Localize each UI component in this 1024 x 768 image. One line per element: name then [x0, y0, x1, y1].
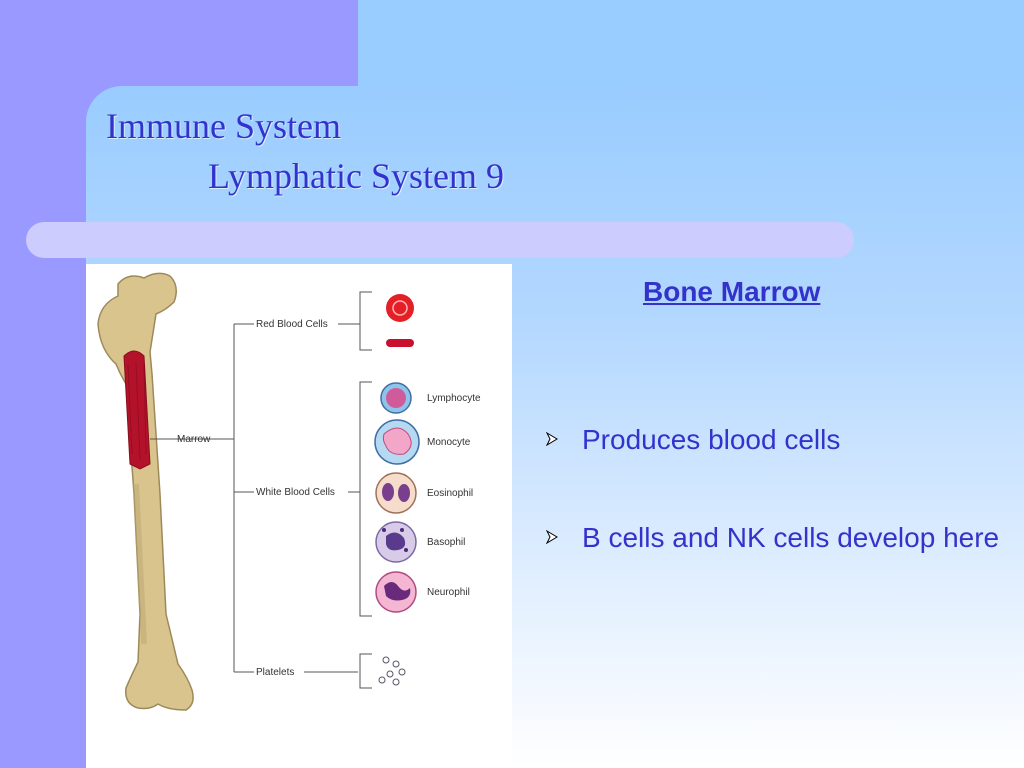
monocyte-label: Monocyte — [427, 437, 471, 448]
lymphocyte-icon — [380, 382, 412, 414]
bone-marrow-heading[interactable]: Bone Marrow — [643, 276, 821, 307]
eosinophil-label: Eosinophil — [427, 488, 473, 499]
header-panel-background — [358, 0, 1024, 90]
platelets-label: Platelets — [256, 667, 294, 678]
red-blood-cell-icon — [386, 294, 414, 347]
neurophil-label: Neurophil — [427, 587, 470, 598]
arrow-bullet-icon — [545, 432, 558, 446]
bullet-text: B cells and NK cells develop here — [582, 522, 1000, 553]
platelets-icon — [378, 656, 406, 686]
bone-marrow-diagram-icon: Marrow Red Blood Cells White Blood Cells… — [97, 272, 481, 711]
arrow-bullet-icon — [545, 530, 558, 544]
monocyte-icon — [374, 419, 420, 465]
basophil-icon — [375, 521, 417, 563]
white-blood-cells-label: White Blood Cells — [256, 487, 335, 498]
slide-title-line-2: Lymphatic System 9 — [208, 156, 504, 196]
marrow-label: Marrow — [177, 434, 211, 445]
bullet-text: Produces blood cells — [582, 424, 841, 455]
lymphocyte-label: Lymphocyte — [427, 393, 481, 404]
bone-marrow-figure: Marrow Red Blood Cells White Blood Cells… — [86, 264, 512, 768]
slide-title-line-1: Immune System — [106, 106, 341, 146]
neurophil-icon — [375, 571, 417, 613]
accent-bar — [26, 222, 854, 258]
red-blood-cells-label: Red Blood Cells — [256, 319, 328, 330]
eosinophil-icon — [375, 472, 417, 514]
femur-bone-icon — [97, 272, 194, 711]
basophil-label: Basophil — [427, 537, 465, 548]
